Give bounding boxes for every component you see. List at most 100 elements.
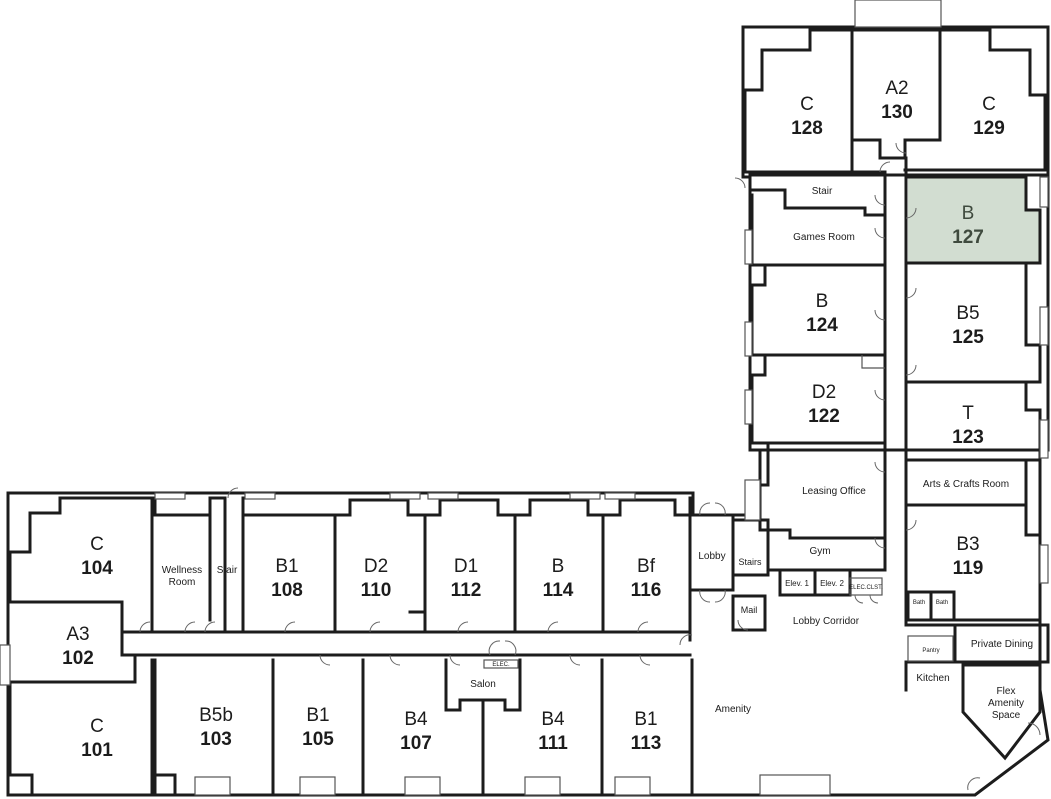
stair-north-label: Stair <box>812 186 833 197</box>
unit-type-label: Bf <box>637 556 656 577</box>
unit-type-label: T <box>962 403 974 424</box>
unit-110[interactable]: D2 110 <box>361 556 392 601</box>
amenity-label: Amenity <box>715 704 751 715</box>
unit-number-label: 130 <box>881 102 913 123</box>
room-labels: Stair Games Room Leasing Office Arts & C… <box>162 186 1033 721</box>
unit-128[interactable]: C 128 <box>791 94 823 139</box>
elevator-1-label: Elev. 1 <box>785 579 809 588</box>
elevator-2-label: Elev. 2 <box>820 579 844 588</box>
unit-113[interactable]: B1 113 <box>631 709 662 754</box>
unit-number-label: 122 <box>808 406 840 427</box>
unit-type-label: B5b <box>199 705 233 726</box>
unit-type-label: C <box>982 94 996 115</box>
north-entry-canopy <box>854 0 942 28</box>
mail-label: Mail <box>741 605 758 615</box>
unit-102[interactable]: A3 102 <box>62 624 94 669</box>
windows <box>0 176 1049 796</box>
wellness-room-line-2: Room <box>169 577 196 588</box>
unit-number-label: 103 <box>200 729 232 750</box>
wellness-room-line-1: Wellness <box>162 565 202 576</box>
unit-type-label: B1 <box>275 556 298 577</box>
private-dining-label: Private Dining <box>971 639 1033 650</box>
arts-crafts-room-label: Arts & Crafts Room <box>923 479 1009 490</box>
unit-type-label: B <box>816 291 829 312</box>
unit-116[interactable]: Bf 116 <box>631 556 662 601</box>
unit-125[interactable]: B5 125 <box>952 303 984 348</box>
unit-111[interactable]: B4 111 <box>538 709 568 754</box>
unit-type-label: B1 <box>634 709 657 730</box>
stair-west-label: Stair <box>217 565 238 576</box>
pantry-label: Pantry <box>922 648 939 654</box>
unit-type-label: C <box>90 534 104 555</box>
unit-number-label: 129 <box>973 118 1005 139</box>
unit-129[interactable]: C 129 <box>973 94 1005 139</box>
door-swings <box>139 142 1041 791</box>
electrical-closet-label: ELEC.CLST. <box>849 585 883 591</box>
unit-123[interactable]: T 123 <box>952 403 984 448</box>
unit-107[interactable]: B4 107 <box>400 709 432 754</box>
unit-101[interactable]: C 101 <box>81 716 113 761</box>
kitchen-label: Kitchen <box>916 673 949 684</box>
unit-type-label: B4 <box>541 709 565 730</box>
unit-type-label: B3 <box>956 534 979 555</box>
south-wing-walls <box>8 496 908 797</box>
unit-127-highlight[interactable] <box>908 177 1040 263</box>
unit-number-label: 101 <box>81 740 113 761</box>
unit-type-label: B5 <box>956 303 979 324</box>
unit-number-label: 119 <box>953 558 984 579</box>
unit-number-label: 112 <box>451 580 482 601</box>
unit-122[interactable]: D2 122 <box>808 382 840 427</box>
unit-number-label: 107 <box>400 733 432 754</box>
flex-amenity-line-1: Flex <box>997 686 1016 697</box>
flex-amenity-line-2: Amenity <box>988 698 1024 709</box>
unit-type-label: B <box>962 203 975 224</box>
unit-number-label: 104 <box>81 558 113 579</box>
unit-119[interactable]: B3 119 <box>953 534 984 579</box>
unit-number-label: 123 <box>952 427 984 448</box>
unit-type-label: A2 <box>885 78 908 99</box>
unit-type-label: C <box>90 716 104 737</box>
electrical-label: ELEC. <box>492 662 510 668</box>
unit-number-label: 124 <box>806 315 838 336</box>
unit-number-label: 105 <box>302 729 334 750</box>
flex-amenity-line-3: Space <box>992 710 1021 721</box>
unit-108[interactable]: B1 108 <box>271 556 303 601</box>
unit-112[interactable]: D1 112 <box>451 556 482 601</box>
unit-130[interactable]: A2 130 <box>881 78 913 123</box>
unit-number-label: 125 <box>952 327 984 348</box>
salon-label: Salon <box>470 679 496 690</box>
unit-number-label: 110 <box>361 580 392 601</box>
unit-labels: C 128 A2 130 C 129 B 127 B 124 B5 125 D2… <box>62 78 1005 761</box>
building-outline <box>6 25 1050 797</box>
stairs-label: Stairs <box>738 557 762 567</box>
gym-label: Gym <box>809 546 830 557</box>
unit-number-label: 116 <box>631 580 662 601</box>
unit-105[interactable]: B1 105 <box>302 705 334 750</box>
bath-2-label: Bath <box>936 600 948 606</box>
unit-number-label: 113 <box>631 733 662 754</box>
unit-type-label: A3 <box>66 624 89 645</box>
unit-114[interactable]: B 114 <box>543 556 574 601</box>
unit-number-label: 111 <box>538 733 568 754</box>
games-room-label: Games Room <box>793 232 855 243</box>
unit-104[interactable]: C 104 <box>81 534 113 579</box>
unit-type-label: B <box>552 556 565 577</box>
unit-number-label: 128 <box>791 118 823 139</box>
unit-number-label: 127 <box>952 227 984 248</box>
unit-124[interactable]: B 124 <box>806 291 838 336</box>
lobby-corridor-label: Lobby Corridor <box>793 616 860 627</box>
unit-number-label: 102 <box>62 648 94 669</box>
unit-type-label: D2 <box>812 382 836 403</box>
unit-103[interactable]: B5b 103 <box>199 705 233 750</box>
unit-type-label: B4 <box>404 709 428 730</box>
unit-type-label: B1 <box>306 705 329 726</box>
leasing-office-label: Leasing Office <box>802 486 866 497</box>
unit-number-label: 108 <box>271 580 303 601</box>
unit-type-label: C <box>800 94 814 115</box>
unit-127[interactable]: B 127 <box>952 203 984 248</box>
unit-type-label: D1 <box>454 556 478 577</box>
lobby-label: Lobby <box>698 551 725 562</box>
bath-1-label: Bath <box>913 600 925 606</box>
unit-type-label: D2 <box>364 556 388 577</box>
